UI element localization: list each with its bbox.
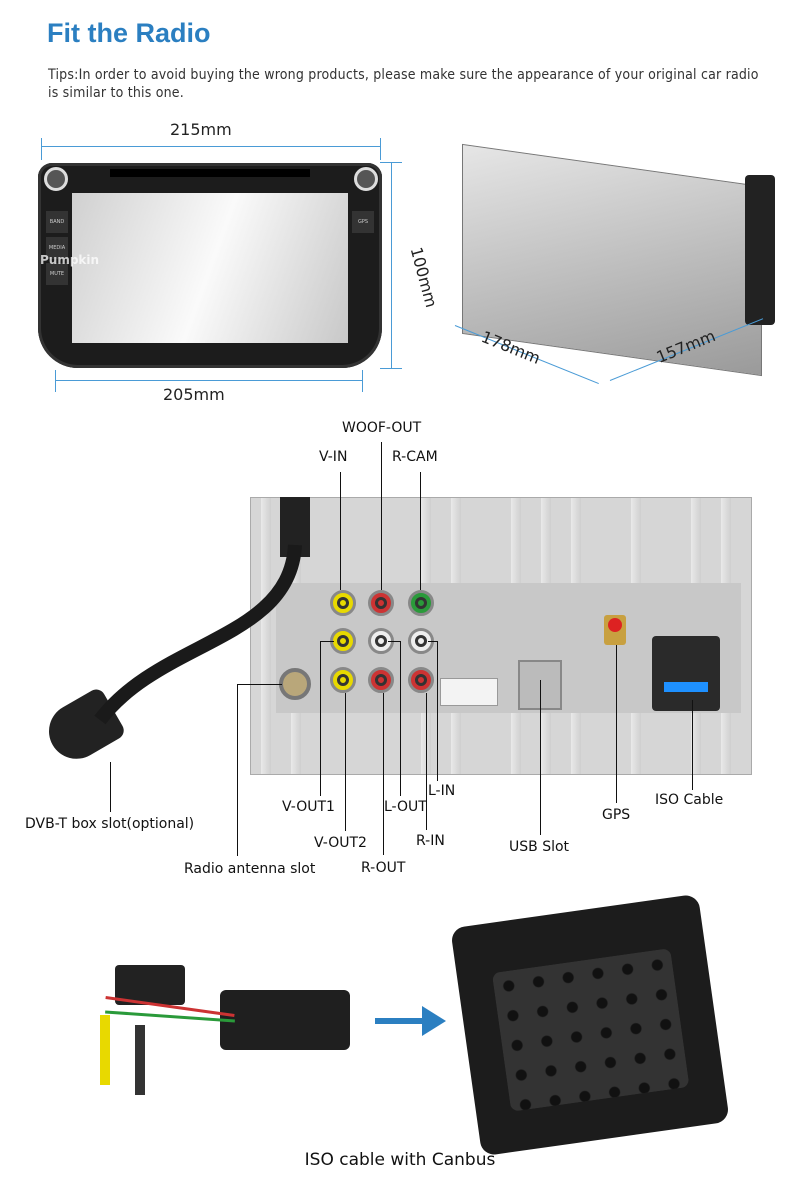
band-button[interactable]: BAND <box>46 211 68 233</box>
volume-knob[interactable] <box>44 167 68 191</box>
gps-button[interactable]: GPS <box>352 211 374 233</box>
v-in-jack <box>330 590 356 616</box>
label-iso-cable: ISO Cable <box>655 792 724 808</box>
screen <box>72 193 348 343</box>
mute-button[interactable]: MUTE <box>46 263 68 285</box>
iso-cable-harness <box>45 945 355 1095</box>
label-usb-slot: USB Slot <box>509 839 570 855</box>
r-cam-jack <box>408 590 434 616</box>
r-out-jack <box>368 667 394 693</box>
gps-connector <box>604 615 626 645</box>
page-title: Fit the Radio <box>47 18 211 48</box>
media-button[interactable]: MEDIA <box>46 237 68 259</box>
label-woof-out: WOOF-OUT <box>342 420 422 436</box>
arrow-right-icon <box>375 1018 425 1024</box>
label-l-out: L-OUT <box>384 799 427 815</box>
antenna-socket <box>279 668 311 700</box>
front-width-top: 215mm <box>170 120 232 139</box>
label-antenna-slot: Radio antenna slot <box>184 861 316 877</box>
label-r-in: R-IN <box>416 833 445 849</box>
label-l-in: L-IN <box>428 783 456 799</box>
label-gps: GPS <box>602 807 631 823</box>
front-width-bottom: 205mm <box>163 385 225 404</box>
label-dvbt-slot: DVB-T box slot(optional) <box>25 816 195 832</box>
tips-text: Tips:In order to avoid buying the wrong … <box>48 67 759 101</box>
tune-knob[interactable] <box>354 167 378 191</box>
v-out2-jack <box>330 667 356 693</box>
label-r-out: R-OUT <box>361 860 406 876</box>
label-v-out1: V-OUT1 <box>282 799 335 815</box>
r-in-jack <box>408 667 434 693</box>
caption: ISO cable with Canbus <box>304 1150 496 1170</box>
radio-front-unit: BAND MEDIA MUTE GPS Pumpkin <box>38 163 382 368</box>
label-r-cam: R-CAM <box>392 449 438 465</box>
label-v-out2: V-OUT2 <box>314 835 367 851</box>
logo: Pumpkin <box>40 253 100 267</box>
label-v-in: V-IN <box>319 449 348 465</box>
iso-connector <box>652 636 720 711</box>
iso-connector-closeup <box>450 893 730 1157</box>
woof-out-jack <box>368 590 394 616</box>
